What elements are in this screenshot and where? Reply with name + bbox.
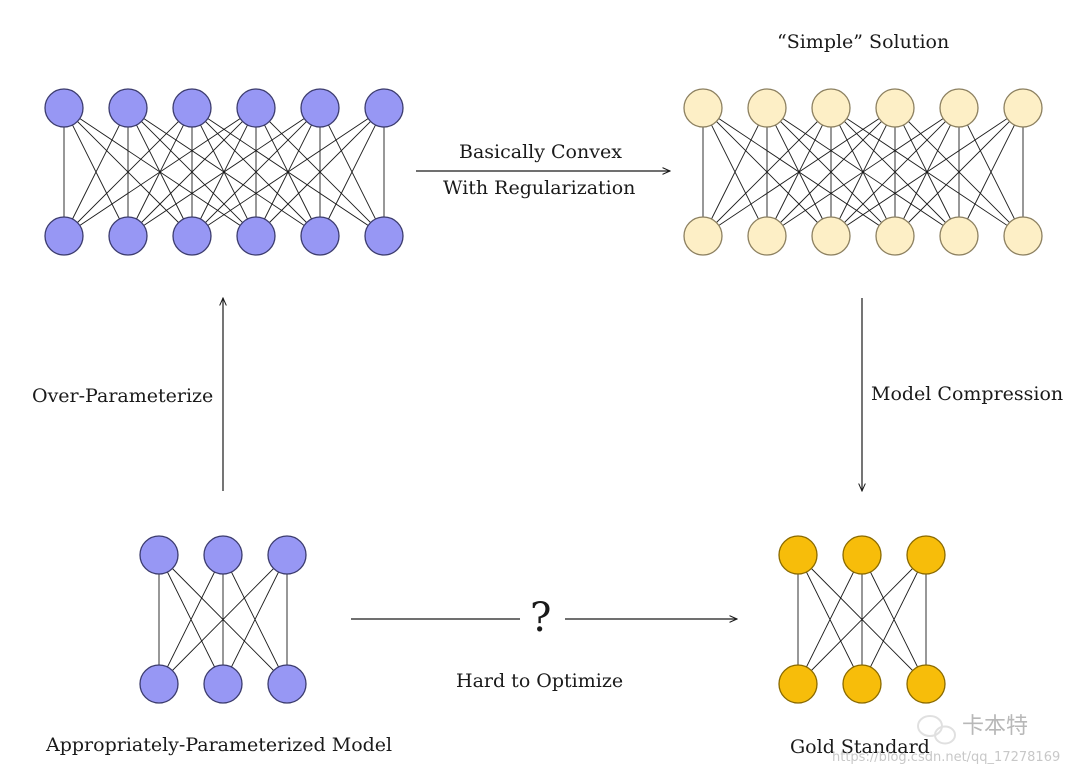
wechat-logo-icon [917,715,956,745]
network-gold-standard [778,535,946,704]
network-node-bottom [300,216,340,256]
network-node-bottom [203,664,243,704]
gold-standard-label: Gold Standard [790,736,930,758]
network-node-bottom [747,216,787,256]
network-node-bottom [44,216,84,256]
network-edge [63,107,257,237]
question-mark-label: ? [530,595,552,641]
network-edge [702,107,896,237]
network-edge [63,107,129,237]
network-node-bottom [1003,216,1043,256]
network-node-top [108,88,148,128]
network-node-bottom [906,664,946,704]
hard-to-optimize-label: Hard to Optimize [456,670,624,692]
network-edge [255,107,385,237]
network-node-top [236,88,276,128]
network-node-bottom [172,216,212,256]
network-edge [702,107,832,237]
network-node-bottom [683,216,723,256]
network-node-top [1003,88,1043,128]
network-edge [958,107,1024,237]
network-node-bottom [236,216,276,256]
networks-layer [44,88,1043,704]
network-edge [830,107,1024,237]
network-edge [894,107,1024,237]
network-node-top [139,535,179,575]
network-edge [191,107,321,237]
network-node-bottom [364,216,404,256]
network-node-top [778,535,818,575]
network-node-top [811,88,851,128]
watermark-url: https://blog.csdn.net/qq_17278169 [832,750,1061,765]
appropriately-parameterized-model-label: Appropriately-Parameterized Model [46,734,393,756]
with-regularization-label: With Regularization [443,177,636,199]
network-simple-solution [683,88,1043,256]
network-edge [158,554,224,685]
network-edge [797,554,927,685]
network-node-top [172,88,212,128]
network-edge [158,554,288,685]
network-appropriate-model [139,535,307,704]
basically-convex-label: Basically Convex [459,141,622,163]
network-edge [127,107,257,237]
network-node-top [842,535,882,575]
simple-solution-label: “Simple” Solution [777,31,950,53]
watermark-logo-text: 卡本特 [962,714,1029,739]
network-edge [222,554,288,685]
network-edge [319,107,385,237]
network-edge [797,554,863,685]
network-node-top [906,535,946,575]
network-edge [861,554,927,685]
network-edges [158,554,288,685]
network-node-top [683,88,723,128]
network-node-bottom [139,664,179,704]
over-parameterize-label: Over-Parameterize [32,385,214,407]
network-edge [766,107,896,237]
network-edges [702,107,1024,237]
network-node-bottom [875,216,915,256]
network-node-bottom [778,664,818,704]
network-edges [63,107,385,237]
network-node-top [364,88,404,128]
network-node-top [939,88,979,128]
network-edge [830,107,960,237]
network-node-bottom [811,216,851,256]
network-node-top [267,535,307,575]
model-compression-label: Model Compression [871,383,1064,405]
network-edge [702,107,768,237]
network-node-bottom [267,664,307,704]
network-node-bottom [939,216,979,256]
network-node-top [747,88,787,128]
network-node-bottom [108,216,148,256]
network-node-top [44,88,84,128]
network-edge [63,107,193,237]
network-edge [191,107,385,237]
network-node-top [300,88,340,128]
network-node-top [875,88,915,128]
network-edge [766,107,960,237]
network-node-bottom [842,664,882,704]
network-edges [797,554,927,685]
network-edge [127,107,321,237]
network-overparameterized [44,88,404,256]
network-node-top [203,535,243,575]
